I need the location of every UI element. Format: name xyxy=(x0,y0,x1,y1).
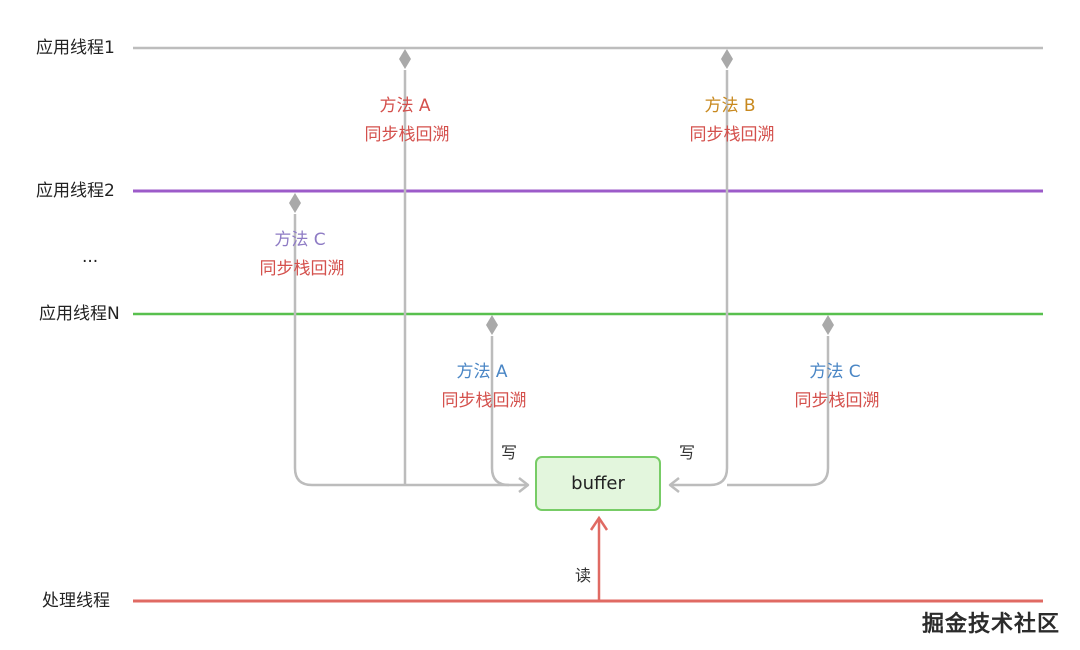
method-c-threadn-sub: 同步栈回溯 xyxy=(794,391,880,411)
diamond-marker-c2 xyxy=(289,193,301,213)
method-c-threadn-name: 方法 C xyxy=(809,362,861,382)
app-thread-n-label: 应用线程N xyxy=(39,304,120,324)
ellipsis-label: ... xyxy=(82,247,99,267)
diamond-marker-an xyxy=(486,315,498,335)
method-a-threadn-name: 方法 A xyxy=(456,362,508,382)
buffer-label: buffer xyxy=(571,473,625,494)
diamond-marker-cn xyxy=(822,315,834,335)
write-label-left: 写 xyxy=(501,443,518,462)
app-thread-2-label: 应用线程2 xyxy=(36,181,115,201)
connector-method-a-threadn xyxy=(490,336,510,487)
write-label-right: 写 xyxy=(679,443,696,462)
method-b-thread1-sub: 同步栈回溯 xyxy=(689,125,775,145)
arrowhead-left xyxy=(518,477,530,493)
watermark: 掘金技术社区 xyxy=(921,612,1060,637)
method-a-thread1-name: 方法 A xyxy=(379,96,431,116)
connector-method-b-thread1 xyxy=(672,70,729,487)
method-c-thread2-sub: 同步栈回溯 xyxy=(259,259,345,279)
read-arrowhead xyxy=(589,515,609,531)
app-thread-1-label: 应用线程1 xyxy=(36,38,115,58)
method-b-thread1-name: 方法 B xyxy=(704,96,756,116)
method-a-thread1-sub: 同步栈回溯 xyxy=(364,125,450,145)
diamond-marker-b1 xyxy=(721,49,733,69)
method-a-threadn-sub: 同步栈回溯 xyxy=(441,391,527,411)
arrowhead-right xyxy=(668,477,680,493)
connector-method-c-threadn xyxy=(727,336,830,487)
buffer-box: buffer xyxy=(535,456,661,511)
method-c-thread2-name: 方法 C xyxy=(274,230,326,250)
processing-thread-label: 处理线程 xyxy=(42,591,110,611)
diamond-marker-a1 xyxy=(399,49,411,69)
connector-method-c-thread2 xyxy=(293,214,526,487)
read-label: 读 xyxy=(575,566,592,585)
